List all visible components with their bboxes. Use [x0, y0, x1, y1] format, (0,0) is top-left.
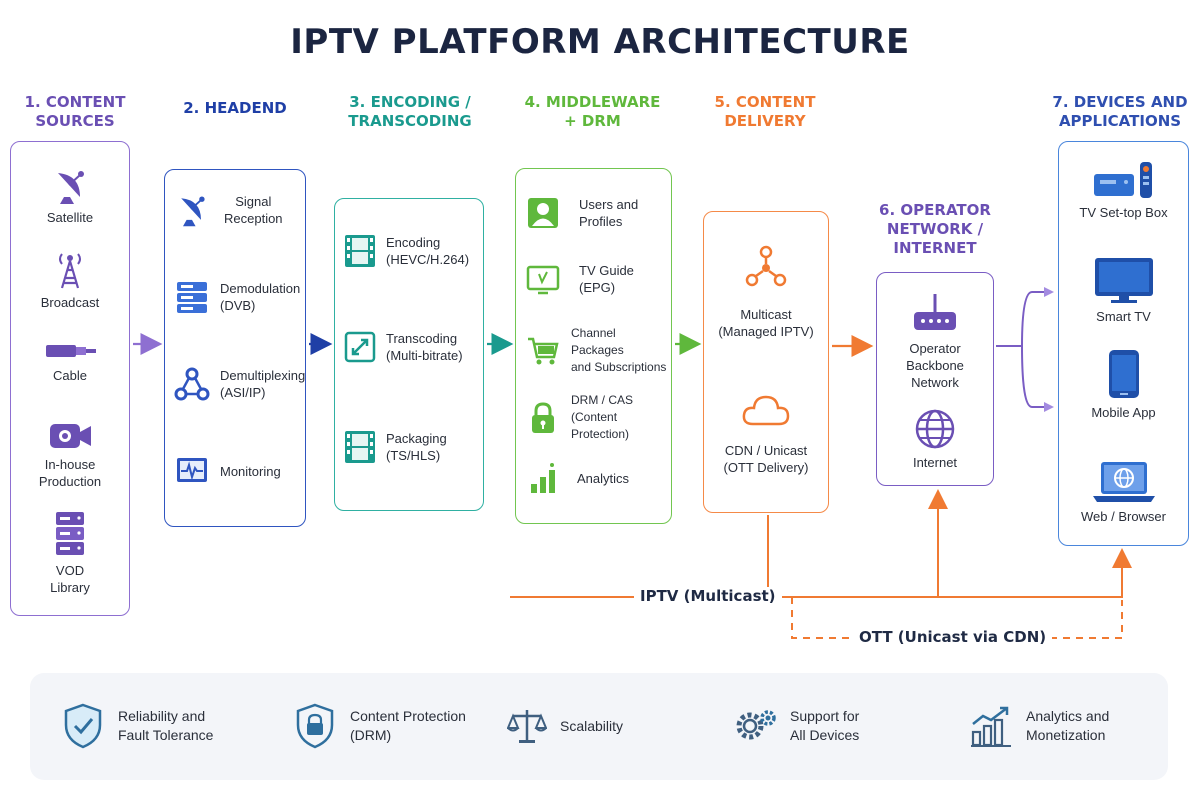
flow-label-iptv: IPTV (Multicast) — [634, 587, 782, 605]
source-broadcast: Broadcast — [10, 250, 130, 311]
middleware-analytics: Analytics — [523, 462, 669, 494]
film-strip-icon — [342, 430, 378, 464]
heading-encoding: 3. ENCODING /TRANSCODING — [348, 93, 472, 130]
video-camera-icon — [10, 418, 130, 452]
device-web-browser: Web / Browser — [1058, 460, 1189, 525]
heading-middleware: 4. MIDDLEWARE+ DRM — [524, 93, 661, 130]
headend-monitoring: Monitoring — [172, 456, 302, 486]
encoding-transcoding: Transcoding(Multi-bitrate) — [342, 330, 482, 364]
shopping-cart-icon — [523, 335, 563, 367]
device-mobile-app: Mobile App — [1058, 348, 1189, 421]
film-strip-icon — [342, 234, 378, 268]
router-icon — [876, 292, 994, 334]
monitoring-icon — [172, 456, 212, 486]
headend-demultiplexing: Demultiplexing(ASI/IP) — [172, 366, 307, 402]
tv-guide-icon — [523, 263, 563, 295]
delivery-multicast: Multicast(Managed IPTV) — [703, 244, 829, 340]
user-profile-icon — [523, 197, 563, 229]
broadcast-tower-icon — [10, 250, 130, 290]
network-internet: Internet — [876, 408, 994, 471]
network-nodes-icon — [172, 366, 212, 402]
delivery-cdn-unicast: CDN / Unicast(OTT Delivery) — [703, 392, 829, 476]
growth-chart-icon — [968, 703, 1014, 749]
shield-lock-icon — [292, 703, 338, 749]
flow-label-ott: OTT (Unicast via CDN) — [853, 628, 1053, 646]
mobile-phone-icon — [1058, 348, 1189, 400]
balance-scale-icon — [504, 703, 550, 749]
encoding-packaging: Packaging(TS/HLS) — [342, 430, 482, 464]
satellite-dish-icon — [172, 192, 212, 228]
cable-connector-icon — [10, 339, 130, 363]
server-icon — [172, 280, 212, 314]
multicast-nodes-icon — [703, 244, 829, 288]
cloud-icon — [703, 392, 829, 428]
headend-demodulation: Demodulation(DVB) — [172, 280, 302, 314]
server-rack-icon — [10, 510, 130, 558]
satellite-dish-icon — [10, 167, 130, 205]
middleware-tv-guide: TV Guide (EPG) — [523, 262, 669, 296]
source-satellite: Satellite — [10, 167, 130, 226]
device-set-top-box: TV Set-top Box — [1058, 160, 1189, 221]
branch-network-to-devices — [996, 291, 1050, 408]
devices-box — [1058, 141, 1189, 546]
benefit-content-protection: Content Protection(DRM) — [292, 703, 466, 749]
content-delivery-box — [703, 211, 829, 513]
page-title: IPTV PLATFORM ARCHITECTURE — [290, 22, 910, 62]
gears-icon — [732, 703, 778, 749]
benefit-scalability: Scalability — [504, 703, 623, 749]
smart-tv-icon — [1058, 256, 1189, 304]
heading-headend: 2. HEADEND — [183, 99, 287, 117]
middleware-drm-cas: DRM / CAS(Content Protection) — [523, 392, 671, 443]
device-smart-tv: Smart TV — [1058, 256, 1189, 325]
encoding-encoding: Encoding(HEVC/H.264) — [342, 234, 482, 268]
source-cable: Cable — [10, 339, 130, 384]
lock-icon — [523, 401, 563, 435]
iptv-multicast-path — [510, 548, 1132, 598]
bar-chart-icon — [523, 462, 563, 494]
benefits-bar — [30, 673, 1168, 780]
globe-icon — [876, 408, 994, 450]
laptop-browser-icon — [1058, 460, 1189, 504]
shield-check-icon — [60, 703, 106, 749]
set-top-box-icon — [1058, 160, 1189, 200]
resize-arrows-icon — [342, 331, 378, 363]
